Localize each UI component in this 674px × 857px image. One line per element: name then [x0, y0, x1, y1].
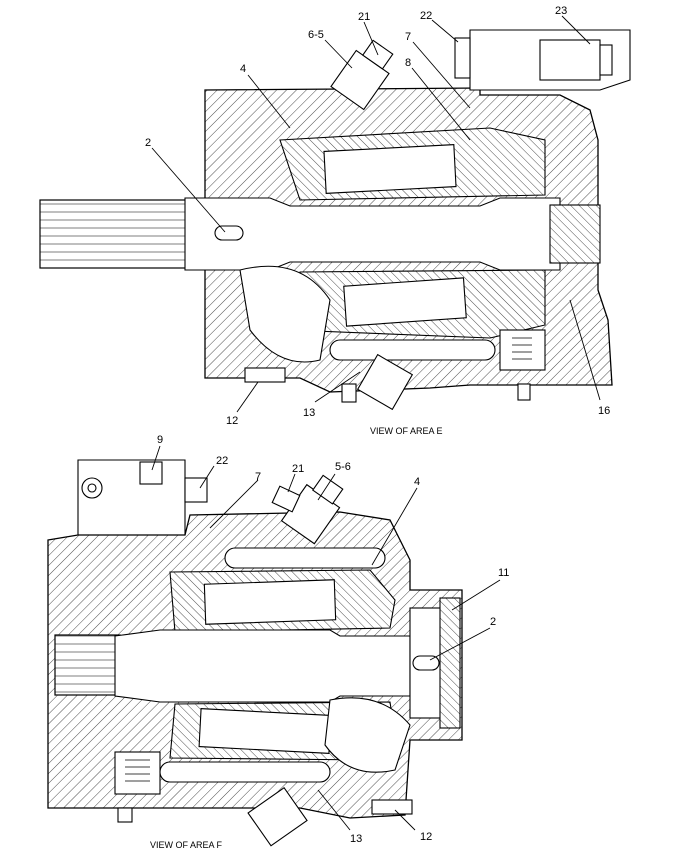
valve-port-e [539, 39, 601, 81]
fitting-21-f [271, 485, 301, 513]
callout-13-f: 13 [350, 833, 362, 845]
key-e [214, 225, 244, 241]
servo-rod-e [329, 339, 496, 361]
spline-shaft-f [54, 634, 121, 696]
leader-16-e [569, 299, 601, 401]
callout-22-f: 22 [216, 455, 228, 467]
callout-4-f: 4 [414, 476, 420, 488]
end-cap-e [549, 204, 601, 264]
piston-lower-e [343, 277, 467, 327]
callout-16-e: 16 [598, 405, 610, 417]
leader-9-f [151, 445, 161, 471]
callout-12-e: 12 [226, 415, 238, 427]
control-rod-f [224, 547, 386, 569]
view-area-e: 21 22 23 6-5 7 8 4 2 12 13 16 VIEW OF AR… [39, 5, 631, 436]
callout-7-f: 7 [255, 471, 261, 483]
caption-view-area-f: VIEW OF AREA F [150, 840, 223, 850]
callout-21-e: 21 [358, 11, 370, 23]
sensor-13-e [356, 353, 414, 411]
callout-21-f: 21 [292, 463, 304, 475]
key-f [412, 655, 440, 671]
callout-13-e: 13 [303, 407, 315, 419]
callout-22-e: 22 [420, 10, 432, 22]
servo-spring-e [512, 337, 532, 360]
leader-12-e [236, 381, 259, 413]
leader-6-5-e [324, 39, 353, 69]
plug-12-e [244, 367, 286, 383]
callout-12-f: 12 [420, 831, 432, 843]
leader-4-f [371, 487, 418, 566]
main-shaft-f [114, 629, 411, 703]
fitting-22-f [184, 477, 208, 503]
leader-23-e [561, 15, 591, 45]
callout-11-f: 11 [498, 567, 509, 579]
leader-13-f [317, 789, 351, 831]
leader-22-f [199, 465, 215, 489]
piston-upper-e [323, 144, 457, 194]
piston-lower-f [198, 708, 332, 754]
leader-21-e [363, 21, 379, 56]
callout-2-e: 2 [145, 137, 151, 149]
callout-7-e: 7 [405, 31, 411, 43]
callout-9-f: 9 [157, 434, 163, 446]
plug-bottom-f [117, 807, 133, 823]
leader-4-e [247, 74, 291, 129]
leader-2-e [151, 147, 226, 233]
leader-12-f [394, 809, 416, 831]
plug-right-e [517, 383, 531, 401]
spline-shaft-e [39, 199, 191, 269]
plug-9-f [139, 461, 163, 485]
leader-13-e [314, 371, 361, 403]
caption-view-area-e: VIEW OF AREA E [370, 426, 443, 436]
callout-4-e: 4 [240, 63, 246, 75]
leader-2-f [429, 627, 491, 661]
callout-2-f: 2 [490, 616, 496, 628]
leader-21-f [287, 473, 296, 493]
fitting-22-e [454, 37, 471, 79]
swash-plate-f [324, 697, 411, 773]
leader-8-e [411, 67, 471, 141]
leader-11-f [451, 579, 501, 611]
plug-12-f [371, 799, 413, 815]
callout-6-5-e: 6-5 [308, 29, 324, 41]
mounting-eye-inner-f [87, 483, 97, 493]
valve-cap-e [599, 44, 613, 76]
callout-8-e: 8 [405, 57, 411, 69]
leader-22-e [431, 19, 459, 43]
servo-rod-f [159, 761, 331, 783]
sensor-13-f [247, 786, 308, 847]
leader-5-6-f [317, 473, 336, 501]
servo-f [114, 751, 161, 795]
leader-7-f [209, 479, 259, 529]
callout-5-6-f: 5-6 [335, 461, 351, 473]
plug-bottom-e [341, 383, 357, 403]
swash-plate-e [239, 265, 331, 363]
servo-e [499, 329, 546, 371]
servo-spring-f [125, 759, 150, 782]
callout-23-e: 23 [555, 5, 567, 17]
piston-upper-f [203, 579, 337, 625]
end-plate-f [439, 597, 461, 729]
view-area-f: 9 22 7 21 5-6 4 11 2 13 12 VIEW OF AREA … [47, 434, 509, 850]
leader-7-e [412, 41, 471, 109]
